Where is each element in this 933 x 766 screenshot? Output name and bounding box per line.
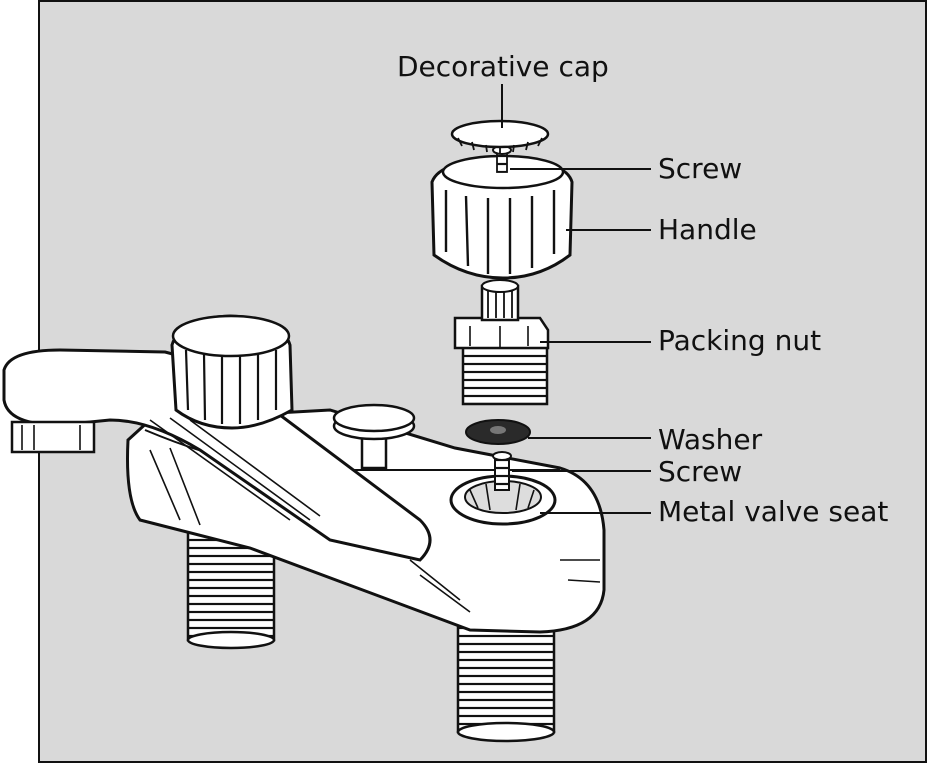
- washer-part: [465, 419, 531, 445]
- popup-rod-knob: [332, 403, 416, 470]
- label-screw-bottom: Screw: [658, 455, 743, 488]
- label-metal-valve-seat: Metal valve seat: [658, 495, 889, 528]
- leader-lines: [501, 84, 651, 514]
- label-handle: Handle: [658, 213, 757, 246]
- handle-part: [430, 154, 574, 280]
- label-decorative-cap: Decorative cap: [397, 50, 609, 83]
- label-washer: Washer: [658, 423, 763, 456]
- faucet-body: [2, 314, 606, 743]
- left-faucet-knob: [170, 314, 294, 430]
- seat-screw: [492, 451, 512, 491]
- right-shank: [456, 618, 556, 743]
- label-packing-nut: Packing nut: [658, 324, 822, 357]
- decorative-cap-part: [450, 119, 550, 153]
- label-screw-top: Screw: [658, 152, 743, 185]
- packing-nut-part: [453, 279, 550, 406]
